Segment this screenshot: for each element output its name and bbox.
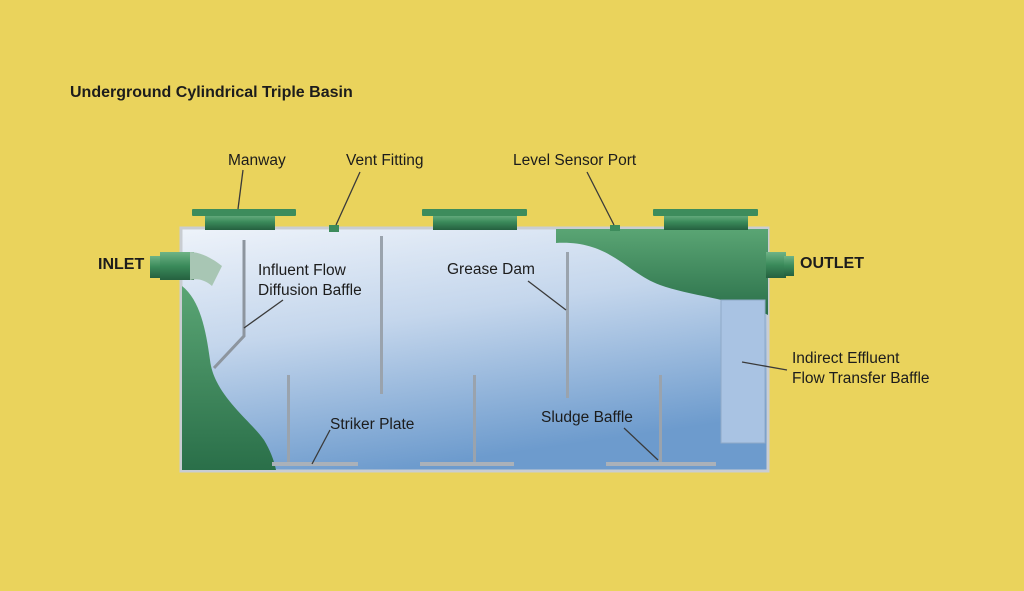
leader-influent [243,299,284,329]
sludge-post-2 [473,375,476,464]
striker-plate-3 [606,462,716,466]
leader-indirect [741,361,788,371]
label-indirect-line1: Indirect Effluent [792,350,900,367]
leader-vent [335,171,361,226]
inlet-pipe [150,252,222,286]
label-influent-line1: Influent Flow [258,262,346,279]
baffle-top-1 [380,236,383,394]
label-manway: Manway [228,152,286,169]
leader-striker [311,429,331,465]
outlet-green-wave [556,229,768,315]
grease-dam-baffle [566,252,569,398]
striker-plate-1 [272,462,358,466]
level-sensor-port [610,225,620,231]
label-inlet: INLET [98,256,145,273]
label-striker-plate: Striker Plate [330,416,415,433]
influent-diffusion-baffle [212,240,246,370]
label-outlet: OUTLET [800,255,864,272]
label-influent-line2: Diffusion Baffle [258,282,362,299]
leader-manway [237,169,244,210]
vent-fitting [329,225,339,232]
manway-1 [192,209,296,230]
manway-3 [653,209,758,230]
manway-2 [422,209,527,230]
outlet-pipe [766,252,794,278]
label-level-sensor-port: Level Sensor Port [513,152,637,169]
label-indirect-line2: Flow Transfer Baffle [792,370,930,387]
leader-lines [237,169,788,465]
indirect-effluent-baffle [720,299,766,444]
sludge-post-3 [659,375,662,464]
leader-level-sensor [586,171,615,226]
leader-sludge [623,427,659,461]
label-grease-dam: Grease Dam [447,261,535,278]
label-vent-fitting: Vent Fitting [346,152,424,169]
inlet-green-fill [182,286,276,470]
label-sludge-baffle: Sludge Baffle [541,409,633,426]
leader-grease-dam [527,280,567,311]
sludge-post-1 [287,375,290,464]
diagram-title: Underground Cylindrical Triple Basin [70,84,353,101]
striker-plate-2 [420,462,514,466]
